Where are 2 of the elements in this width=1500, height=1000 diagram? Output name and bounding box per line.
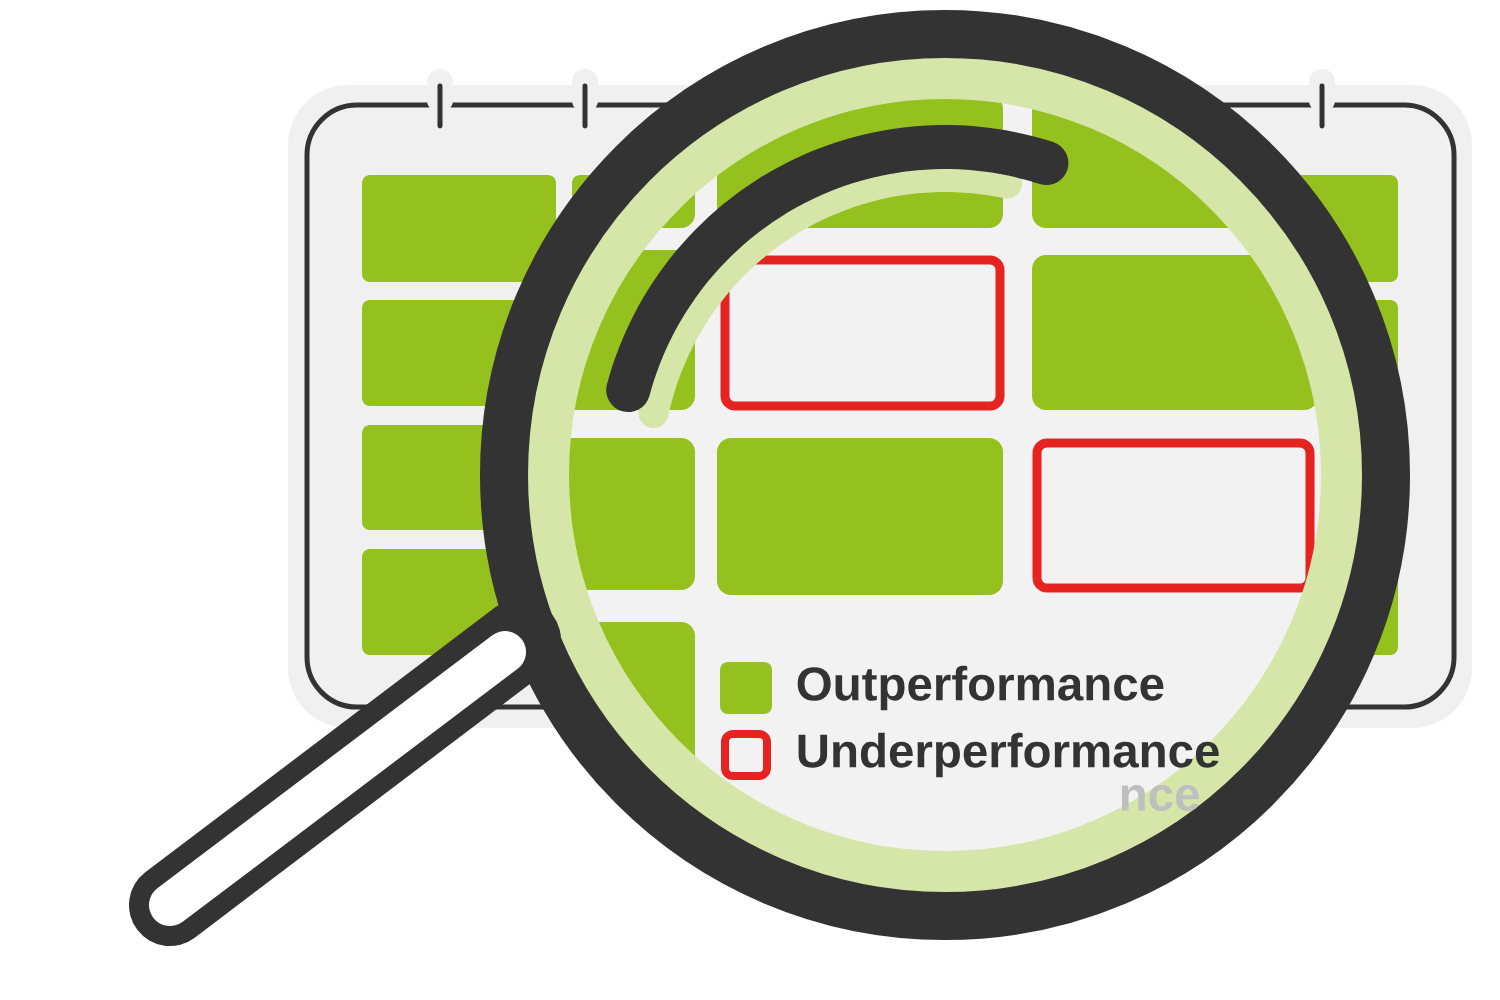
legend-text: Underperformance <box>798 732 1219 778</box>
legend-text: Outperformance <box>797 665 1164 711</box>
